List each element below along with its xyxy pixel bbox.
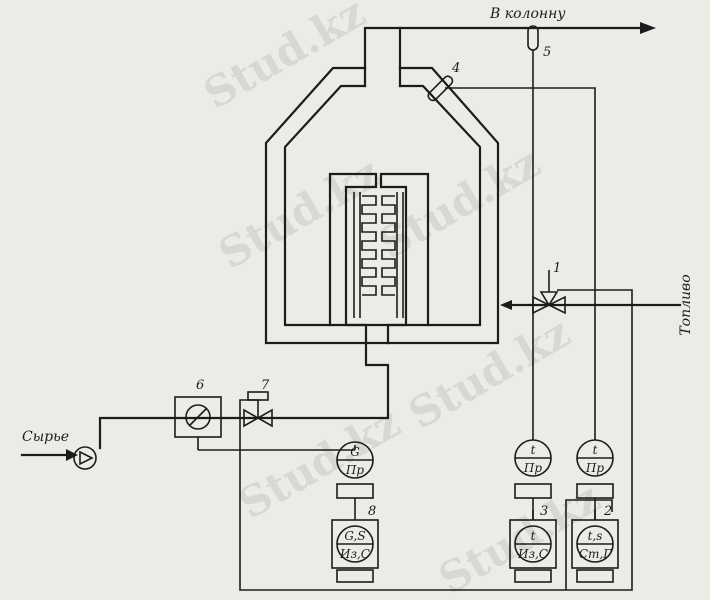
inst-g-bot: Пр — [345, 463, 364, 477]
column-label: В колонну — [489, 6, 566, 22]
recorder-gs — [331, 519, 379, 569]
feed-line: Сырье 6 7 — [20, 341, 633, 591]
furnace-outer-wall — [264, 66, 500, 345]
fuel-arrow-icon — [500, 300, 512, 310]
inst-gs-top: G,S — [344, 529, 365, 543]
label-3: 3 — [540, 504, 548, 519]
instrument-group-2: t Пр 2 t,s Ст,Г — [571, 439, 619, 583]
label-8: 8 — [368, 504, 376, 519]
inst-t2l-bot: Ст,Г — [579, 547, 612, 561]
feed-label: Сырье — [22, 429, 69, 445]
label-7: 7 — [261, 378, 270, 393]
outlet-pipe-left — [363, 26, 642, 70]
pump-icon — [73, 446, 97, 470]
label-5: 5 — [543, 45, 551, 60]
outlet-arrow-icon — [640, 22, 656, 34]
sensor-5-icon — [527, 25, 539, 51]
furnace — [264, 66, 500, 345]
feed-arrow-icon — [66, 449, 78, 461]
sensor-5: 5 — [527, 25, 551, 60]
inst-gs-bot: Из,С — [339, 547, 370, 561]
inst-t3u-bot: Пр — [523, 461, 542, 475]
watermark-text: Stud.kz — [431, 473, 609, 600]
fuel-label: Топливо — [678, 274, 694, 335]
label-2: 2 — [603, 504, 612, 519]
inst-t2l-top: t,s — [588, 529, 603, 543]
label-4: 4 — [451, 61, 460, 76]
thermocouple-icon — [427, 75, 454, 102]
inst-t3l-top: t — [531, 529, 536, 543]
watermark-text: Stud.kz — [401, 308, 579, 439]
fuel-line: Топливо 1 — [500, 261, 694, 580]
inst-t2u-bot: Пр — [585, 461, 604, 475]
inst-t3l-bot: Из,С — [517, 547, 548, 561]
control-valve-7-icon — [243, 408, 260, 428]
inst-t2u-top: t — [593, 443, 598, 457]
recorder-2 — [571, 519, 619, 569]
recorder-3 — [509, 519, 557, 569]
sensor-4: 4 — [427, 61, 460, 102]
label-6: 6 — [196, 378, 204, 393]
instrument-group-3: t Пр 3 t Из,С — [509, 439, 557, 583]
watermark-text: Stud.kz — [196, 0, 374, 119]
flowmeter-6-icon — [185, 404, 211, 430]
inst-t3u-top: t — [531, 443, 536, 457]
radiant-coils — [328, 172, 430, 345]
label-1: 1 — [553, 261, 561, 276]
outlet-line: В колонну — [363, 6, 656, 70]
inst-g-top: G — [350, 445, 360, 459]
instrument-group-8: G Пр 8 G,S Из,С — [197, 437, 379, 583]
furnace-inner-wall — [283, 84, 482, 327]
